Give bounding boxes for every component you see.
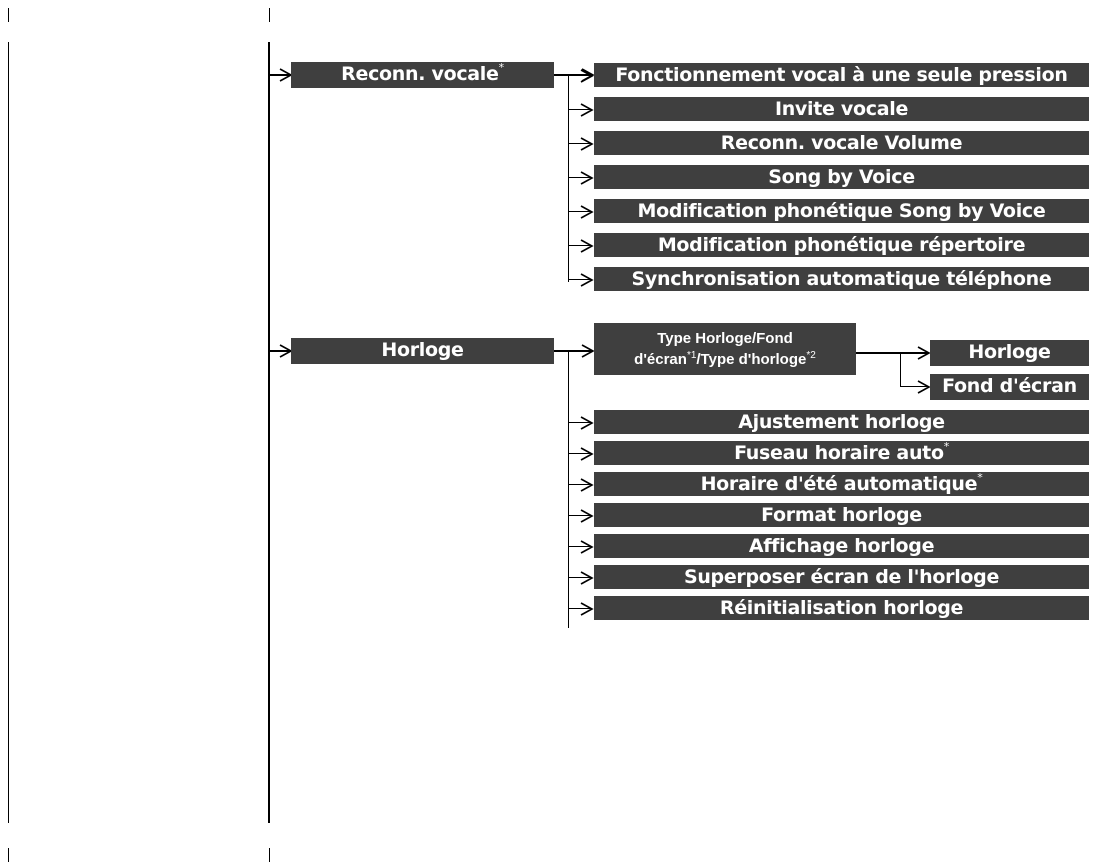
clock-item-connector <box>569 546 591 547</box>
voice-item[interactable]: Fonctionnement vocal à une seule pressio… <box>594 63 1089 87</box>
crop-mark-top-left <box>8 8 9 22</box>
clock-item-mark: * <box>977 472 983 484</box>
voice-item[interactable]: Song by Voice <box>594 165 1089 189</box>
tree-trunk-line <box>268 42 270 823</box>
voice-category-mark: * <box>498 62 505 74</box>
voice-item[interactable]: Reconn. vocale Volume <box>594 131 1089 155</box>
voice-item-label: Reconn. vocale Volume <box>720 132 963 154</box>
clock-item-label: Ajustement horloge <box>738 411 945 433</box>
clock-item[interactable]: Horaire d'été automatique* <box>594 472 1089 496</box>
clock-item-label: Fuseau horaire auto <box>734 442 944 464</box>
clock-type-sub-spine <box>900 352 901 387</box>
clock-connector-line <box>270 350 290 352</box>
clock-item-label: Format horloge <box>761 504 922 526</box>
voice-item-label: Song by Voice <box>768 166 915 188</box>
clock-item-connector <box>569 515 591 516</box>
clock-item-arrow-icon <box>580 571 594 585</box>
clock-type-connector-line <box>856 352 928 354</box>
clock-items-spine <box>568 350 569 628</box>
voice-item-arrow-icon <box>580 273 594 287</box>
crop-mark-bottom-mid <box>269 848 270 862</box>
clock-type-box[interactable]: Type Horloge/Fond d'écran*1/Type d'horlo… <box>594 323 856 375</box>
clock-item-mark: * <box>943 441 950 453</box>
clock-type-sub-line-2 <box>900 386 928 387</box>
clock-item-label: Superposer écran de l'horloge <box>683 566 1000 588</box>
clock-type-child-fond-ecran[interactable]: Fond d'écran <box>930 374 1089 400</box>
voice-item-arrow-icon <box>580 239 594 253</box>
voice-category-label: Reconn. vocale <box>341 63 499 85</box>
crop-mark-top-mid <box>269 8 270 22</box>
voice-item-label: Modification phonétique Song by Voice <box>637 200 1046 222</box>
clock-item[interactable]: Affichage horloge <box>594 534 1089 558</box>
clock-item-connector <box>569 577 591 578</box>
left-margin-rule <box>8 42 9 823</box>
clock-item[interactable]: Fuseau horaire auto* <box>594 441 1089 465</box>
voice-items-spine <box>568 74 569 282</box>
clock-item-label: Réinitialisation horloge <box>719 597 964 619</box>
voice-item-arrow-icon <box>580 205 594 219</box>
clock-item-arrow-icon <box>580 478 594 492</box>
voice-item-connector <box>569 177 591 178</box>
clock-items-arrow-icon <box>581 344 595 358</box>
crop-mark-bottom-left <box>8 848 9 862</box>
voice-connector-line <box>270 74 290 76</box>
voice-item-label: Fonctionnement vocal à une seule pressio… <box>615 64 1068 86</box>
voice-item-label: Synchronisation automatique téléphone <box>631 268 1052 290</box>
voice-item[interactable]: Modification phonétique Song by Voice <box>594 199 1089 223</box>
voice-item[interactable]: Modification phonétique répertoire <box>594 233 1089 257</box>
clock-item-arrow-icon <box>580 540 594 554</box>
clock-item-arrow-icon <box>580 447 594 461</box>
clock-item-arrow-icon <box>580 416 594 430</box>
clock-item-arrow-icon <box>580 509 594 523</box>
clock-type-line1: Type Horloge/Fond <box>657 330 793 347</box>
clock-item-connector <box>569 422 591 423</box>
clock-type-sub-arrow-icon <box>917 380 931 394</box>
voice-item-arrow-icon <box>580 171 594 185</box>
voice-item-connector <box>569 75 591 76</box>
voice-item-connector <box>569 211 591 212</box>
clock-item-arrow-icon <box>580 602 594 616</box>
voice-item[interactable]: Synchronisation automatique téléphone <box>594 267 1089 291</box>
clock-category-label: Horloge <box>381 339 464 361</box>
voice-item-label: Modification phonétique répertoire <box>657 234 1026 256</box>
clock-item[interactable]: Superposer écran de l'horloge <box>594 565 1089 589</box>
clock-type-line2: d'écran*1/Type d'horloge*2 <box>634 350 816 369</box>
voice-item-connector <box>569 109 591 110</box>
clock-item-connector <box>569 453 591 454</box>
clock-item-label: Horaire d'été automatique <box>700 473 978 495</box>
voice-item-connector <box>569 279 591 280</box>
voice-item[interactable]: Invite vocale <box>594 97 1089 121</box>
voice-item-connector <box>569 143 591 144</box>
clock-item-label: Affichage horloge <box>748 535 935 557</box>
clock-category-box[interactable]: Horloge <box>291 338 554 364</box>
clock-item-connector <box>569 484 591 485</box>
voice-item-arrow-icon <box>580 103 594 117</box>
clock-item[interactable]: Ajustement horloge <box>594 410 1089 434</box>
voice-item-arrow-icon <box>580 69 594 83</box>
clock-item[interactable]: Réinitialisation horloge <box>594 596 1089 620</box>
clock-item-connector <box>569 608 591 609</box>
clock-to-items-line <box>554 350 592 352</box>
voice-category-box[interactable]: Reconn. vocale* <box>291 62 554 88</box>
clock-type-child-horloge[interactable]: Horloge <box>930 340 1089 366</box>
voice-item-connector <box>569 245 591 246</box>
clock-item[interactable]: Format horloge <box>594 503 1089 527</box>
voice-item-label: Invite vocale <box>774 98 909 120</box>
voice-item-arrow-icon <box>580 137 594 151</box>
clock-type-arrow-icon <box>917 346 931 360</box>
